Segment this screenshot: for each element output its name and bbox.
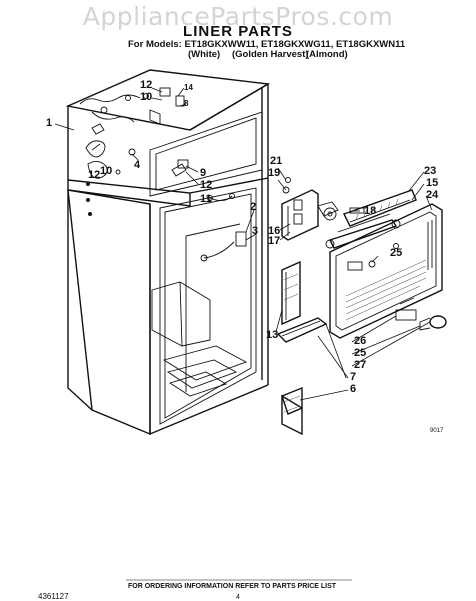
callout-10-top: 10 — [140, 91, 153, 103]
callout-14: 14 — [184, 83, 193, 92]
air-baffle — [276, 317, 328, 343]
callout-17: 17 — [268, 235, 281, 247]
callout-18: 18 — [364, 205, 377, 217]
color-white: (White) — [188, 49, 221, 60]
document-number: 4361127 — [38, 592, 69, 601]
callout-21: 21 — [270, 155, 283, 167]
leader-lines — [54, 87, 433, 401]
model-list: For Models: ET18GKXWW11, ET18GKXWG11, ET… — [128, 39, 406, 50]
callout-12-mid: 12 — [200, 179, 213, 191]
callout-25-upper: 25 — [390, 247, 403, 259]
figure-code: 9017 — [430, 428, 444, 434]
watermark: AppliancePartsPros.com — [82, 2, 394, 31]
callout-25-lower: 25 — [354, 347, 367, 359]
control-bracket — [281, 177, 365, 241]
callout-15: 15 — [426, 177, 439, 189]
color-golden-harvest: (Golden Harvest) — [232, 49, 309, 60]
diagram-title: LINER PARTS — [183, 23, 293, 40]
callout-10-left: 10 — [100, 165, 113, 177]
callout-26: 26 — [354, 335, 367, 347]
callout-6: 6 — [350, 383, 357, 395]
callout-16: 16 — [268, 225, 281, 237]
liner-cabinet — [65, 69, 271, 436]
callout-24: 24 — [426, 189, 439, 201]
callout-3: 3 — [252, 225, 259, 237]
duct-trim — [281, 260, 301, 326]
callout-8: 8 — [184, 99, 189, 108]
callout-9: 9 — [200, 167, 207, 179]
callout-12-top: 12 — [140, 79, 153, 91]
callout-1: 1 — [46, 117, 53, 129]
color-almond: (Almond) — [306, 49, 348, 60]
callout-13: 13 — [266, 329, 279, 341]
page-number: 4 — [236, 594, 240, 601]
drain-trough — [281, 386, 303, 436]
callout-4: 4 — [134, 159, 141, 171]
callout-7: 7 — [350, 371, 357, 383]
callout-27: 27 — [354, 359, 367, 371]
light-shield — [329, 203, 447, 339]
callout-23: 23 — [424, 165, 437, 177]
callout-11: 11 — [200, 193, 212, 205]
callout-19: 19 — [268, 167, 281, 179]
control-housing — [325, 189, 417, 249]
callout-12-left: 12 — [88, 169, 101, 181]
callout-2: 2 — [250, 201, 257, 213]
ordering-instruction: FOR ORDERING INFORMATION REFER TO PARTS … — [128, 583, 337, 590]
